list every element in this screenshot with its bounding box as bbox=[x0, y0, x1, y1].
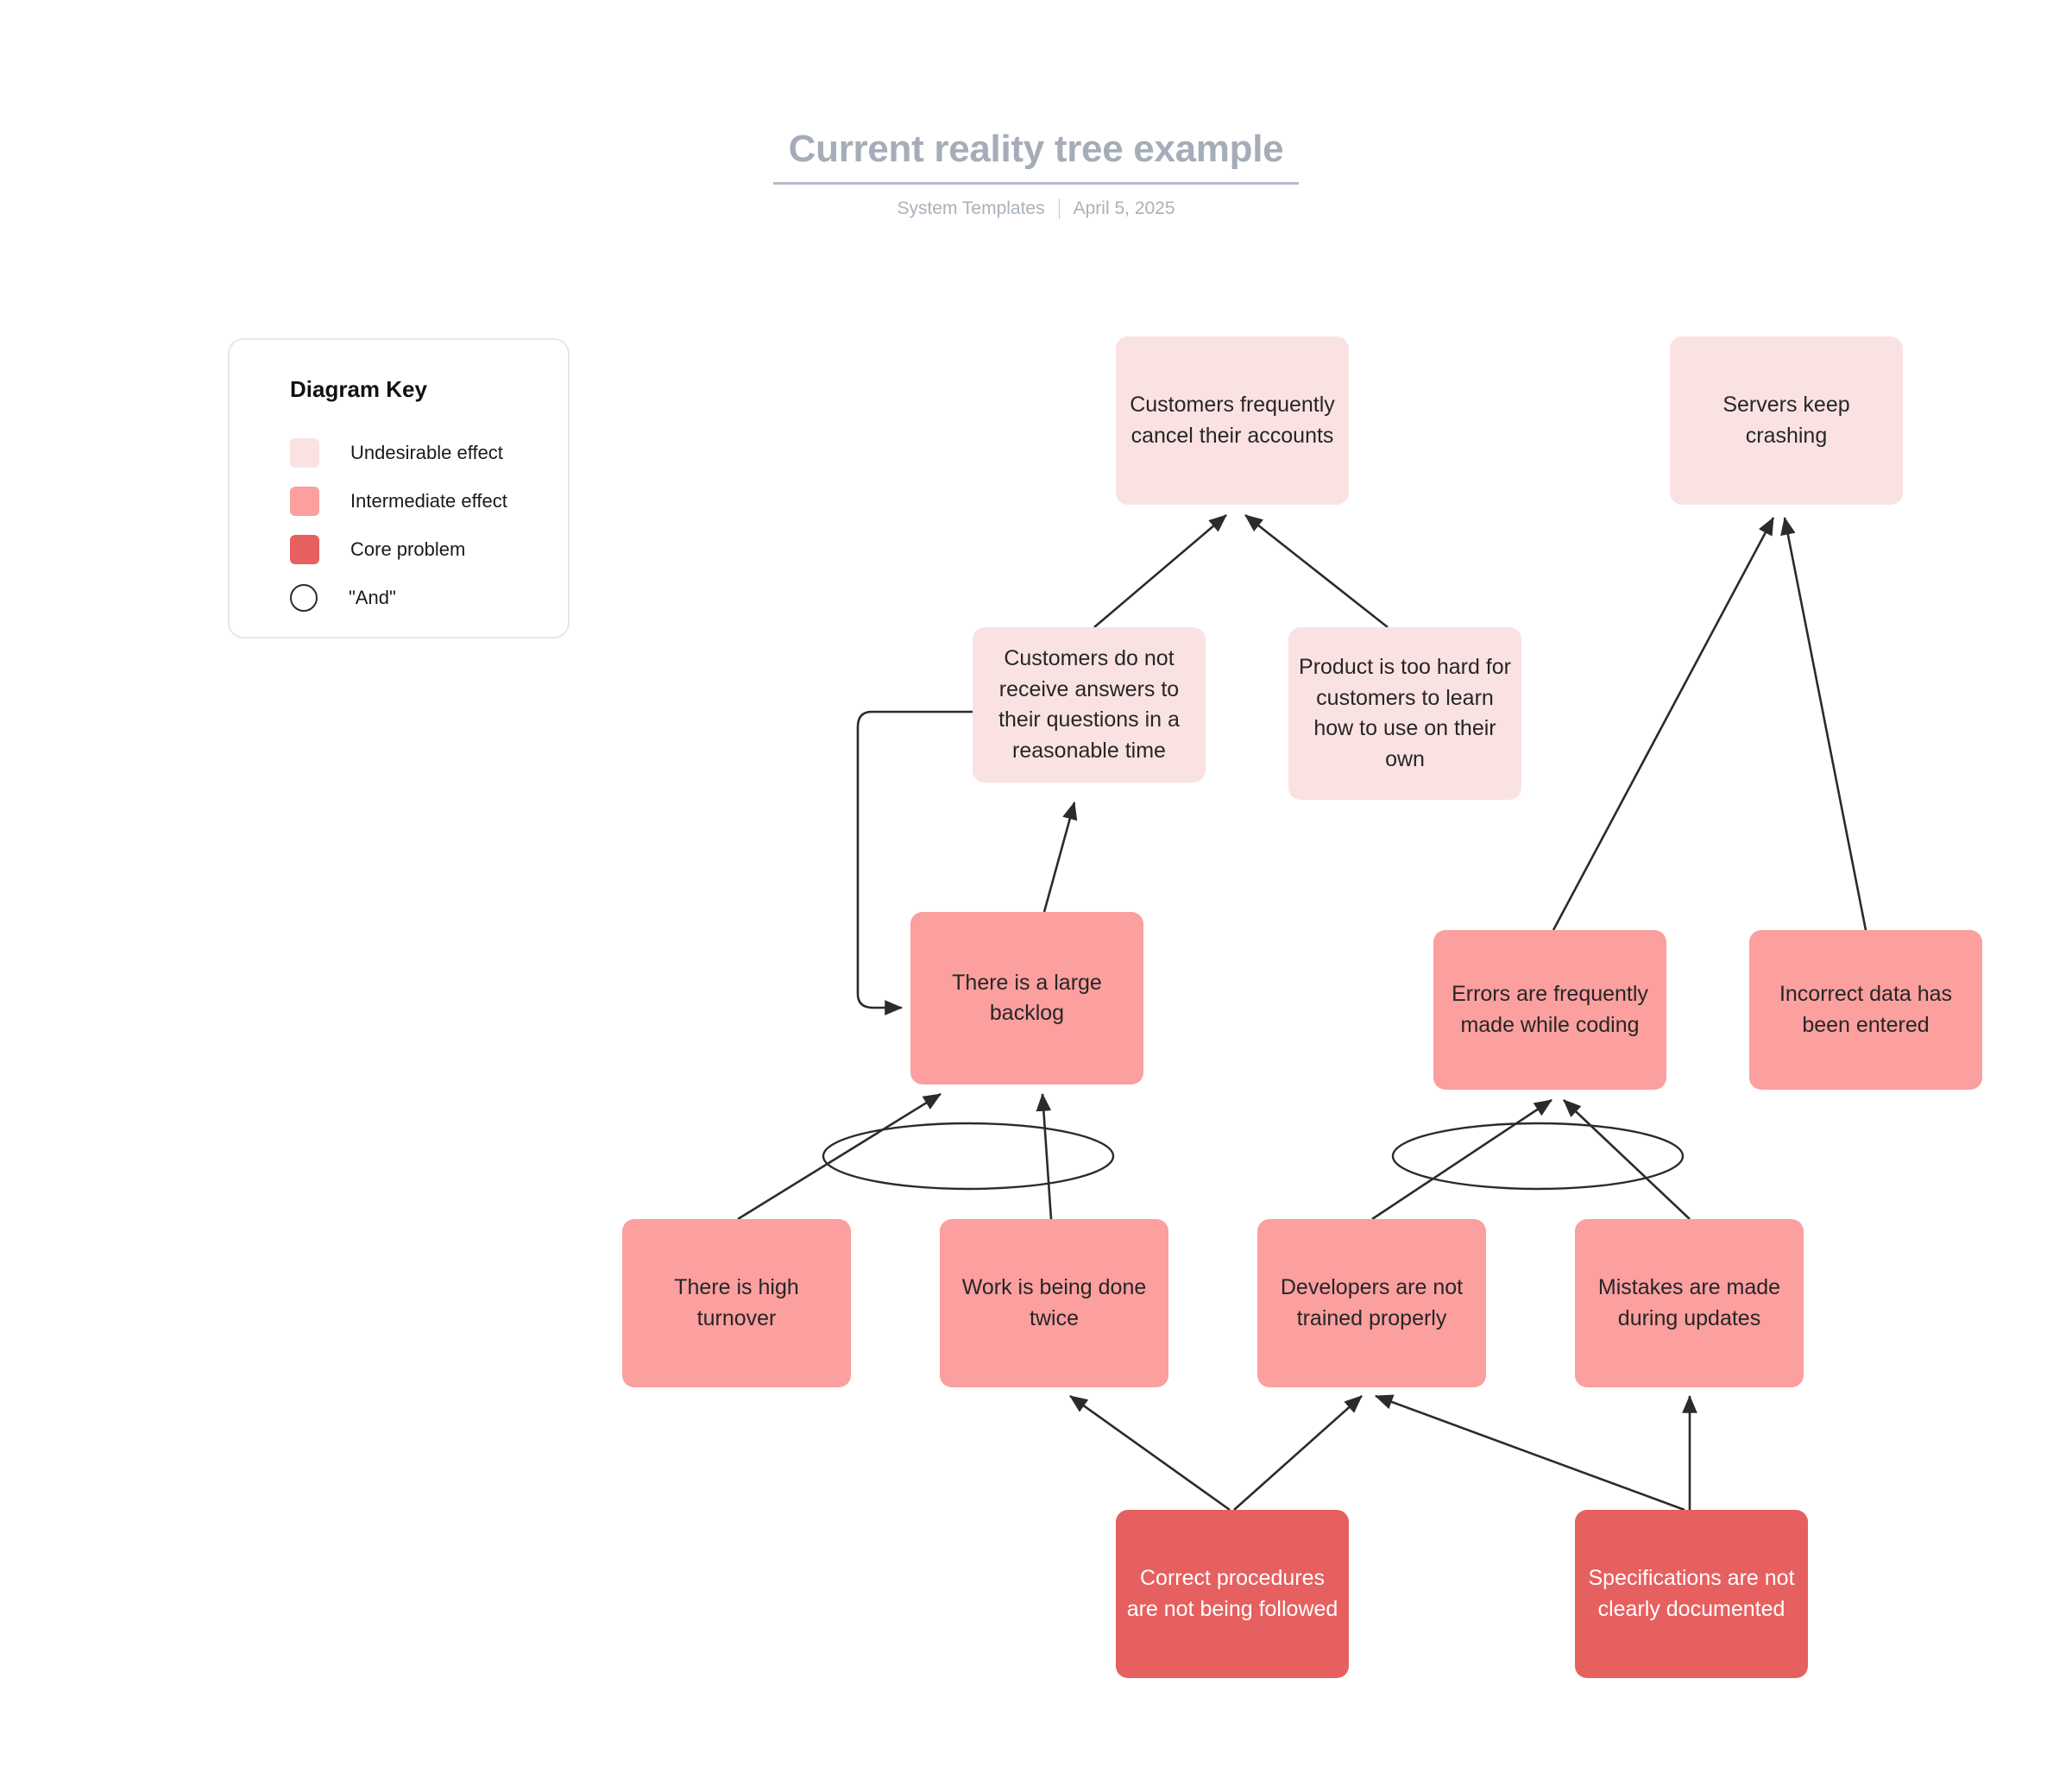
page-subtitle: System Templates April 5, 2025 bbox=[0, 198, 2072, 219]
subtitle-divider bbox=[1058, 198, 1060, 219]
node-procedures-not-followed[interactable]: Correct procedures are not being followe… bbox=[1116, 1510, 1349, 1678]
node-label: Developers are not trained properly bbox=[1280, 1275, 1464, 1330]
edge-noanswers-to-backlog-feedback-loop bbox=[856, 710, 973, 1015]
node-customers-no-answers[interactable]: Customers do not receive answers to thei… bbox=[973, 627, 1206, 783]
node-large-backlog[interactable]: There is a large backlog bbox=[910, 912, 1143, 1085]
legend-item-label: Undesirable effect bbox=[350, 442, 503, 463]
node-label: There is a large backlog bbox=[952, 970, 1102, 1026]
edge-procedures-to-twice bbox=[1069, 1394, 1231, 1512]
node-label: There is high turnover bbox=[674, 1275, 799, 1330]
node-servers-keep-crashing[interactable]: Servers keep crashing bbox=[1670, 336, 1903, 505]
node-label: Work is being done twice bbox=[961, 1275, 1147, 1330]
legend-item-and-connector: "And" bbox=[290, 574, 568, 622]
legend-item-intermediate-effect: Intermediate effect bbox=[290, 477, 568, 525]
edge-baddata-to-crashing bbox=[1780, 516, 1867, 931]
node-high-turnover[interactable]: There is high turnover bbox=[622, 1219, 851, 1387]
edge-noanswers-to-cancel bbox=[1093, 514, 1227, 628]
legend-item-label: Intermediate effect bbox=[350, 490, 507, 512]
legend-item-undesirable-effect: Undesirable effect bbox=[290, 429, 568, 477]
node-developers-not-trained[interactable]: Developers are not trained properly bbox=[1257, 1219, 1486, 1387]
edge-specs-to-untrained bbox=[1375, 1394, 1685, 1512]
node-label: Incorrect data has been entered bbox=[1779, 982, 1953, 1037]
legend-item-label: Core problem bbox=[350, 538, 466, 560]
intermediate-effect-swatch-icon bbox=[290, 487, 319, 516]
edge-procedures-to-untrained bbox=[1233, 1395, 1363, 1511]
node-customers-cancel-accounts[interactable]: Customers frequently cancel their accoun… bbox=[1116, 336, 1349, 505]
legend-item-label: "And" bbox=[349, 587, 396, 608]
subtitle-date: April 5, 2025 bbox=[1073, 198, 1175, 218]
edge-errors-to-crashing bbox=[1552, 517, 1775, 931]
node-work-done-twice[interactable]: Work is being done twice bbox=[940, 1219, 1168, 1387]
edge-untrained-to-errors bbox=[1371, 1098, 1552, 1221]
core-problem-swatch-icon bbox=[290, 535, 319, 564]
and-connector-circle-icon bbox=[290, 584, 318, 612]
and-connector-right-icon bbox=[1391, 1122, 1685, 1191]
node-label: Specifications are not clearly documente… bbox=[1588, 1566, 1795, 1621]
node-label: Product is too hard for customers to lea… bbox=[1299, 655, 1511, 771]
edge-turnover-to-backlog bbox=[737, 1092, 942, 1221]
diagram-key-panel: Diagram Key Undesirable effect Intermedi… bbox=[228, 338, 570, 638]
edge-toohard-to-cancel bbox=[1244, 513, 1389, 629]
undesirable-effect-swatch-icon bbox=[290, 438, 319, 468]
and-connector-left-icon bbox=[822, 1122, 1115, 1191]
page-header: Current reality tree example System Temp… bbox=[0, 128, 2072, 219]
legend-item-core-problem: Core problem bbox=[290, 525, 568, 574]
edge-backlog-to-noanswers bbox=[1042, 801, 1078, 913]
node-specs-not-documented[interactable]: Specifications are not clearly documente… bbox=[1575, 1510, 1808, 1678]
edge-twice-to-backlog bbox=[1036, 1092, 1053, 1220]
node-label: Customers do not receive answers to thei… bbox=[998, 646, 1180, 763]
node-label: Correct procedures are not being followe… bbox=[1126, 1566, 1338, 1621]
node-product-too-hard[interactable]: Product is too hard for customers to lea… bbox=[1288, 627, 1521, 800]
node-incorrect-data-entered[interactable]: Incorrect data has been entered bbox=[1749, 930, 1982, 1090]
node-label: Customers frequently cancel their accoun… bbox=[1130, 393, 1335, 448]
node-errors-while-coding[interactable]: Errors are frequently made while coding bbox=[1433, 930, 1666, 1090]
edge-mistakes-to-errors bbox=[1563, 1099, 1691, 1220]
node-mistakes-during-updates[interactable]: Mistakes are made during updates bbox=[1575, 1219, 1804, 1387]
page-title: Current reality tree example bbox=[772, 128, 1300, 185]
node-label: Servers keep crashing bbox=[1722, 393, 1850, 448]
subtitle-org: System Templates bbox=[897, 198, 1045, 218]
node-label: Errors are frequently made while coding bbox=[1452, 982, 1648, 1037]
diagram-key-title: Diagram Key bbox=[290, 376, 427, 402]
node-label: Mistakes are made during updates bbox=[1597, 1275, 1781, 1330]
